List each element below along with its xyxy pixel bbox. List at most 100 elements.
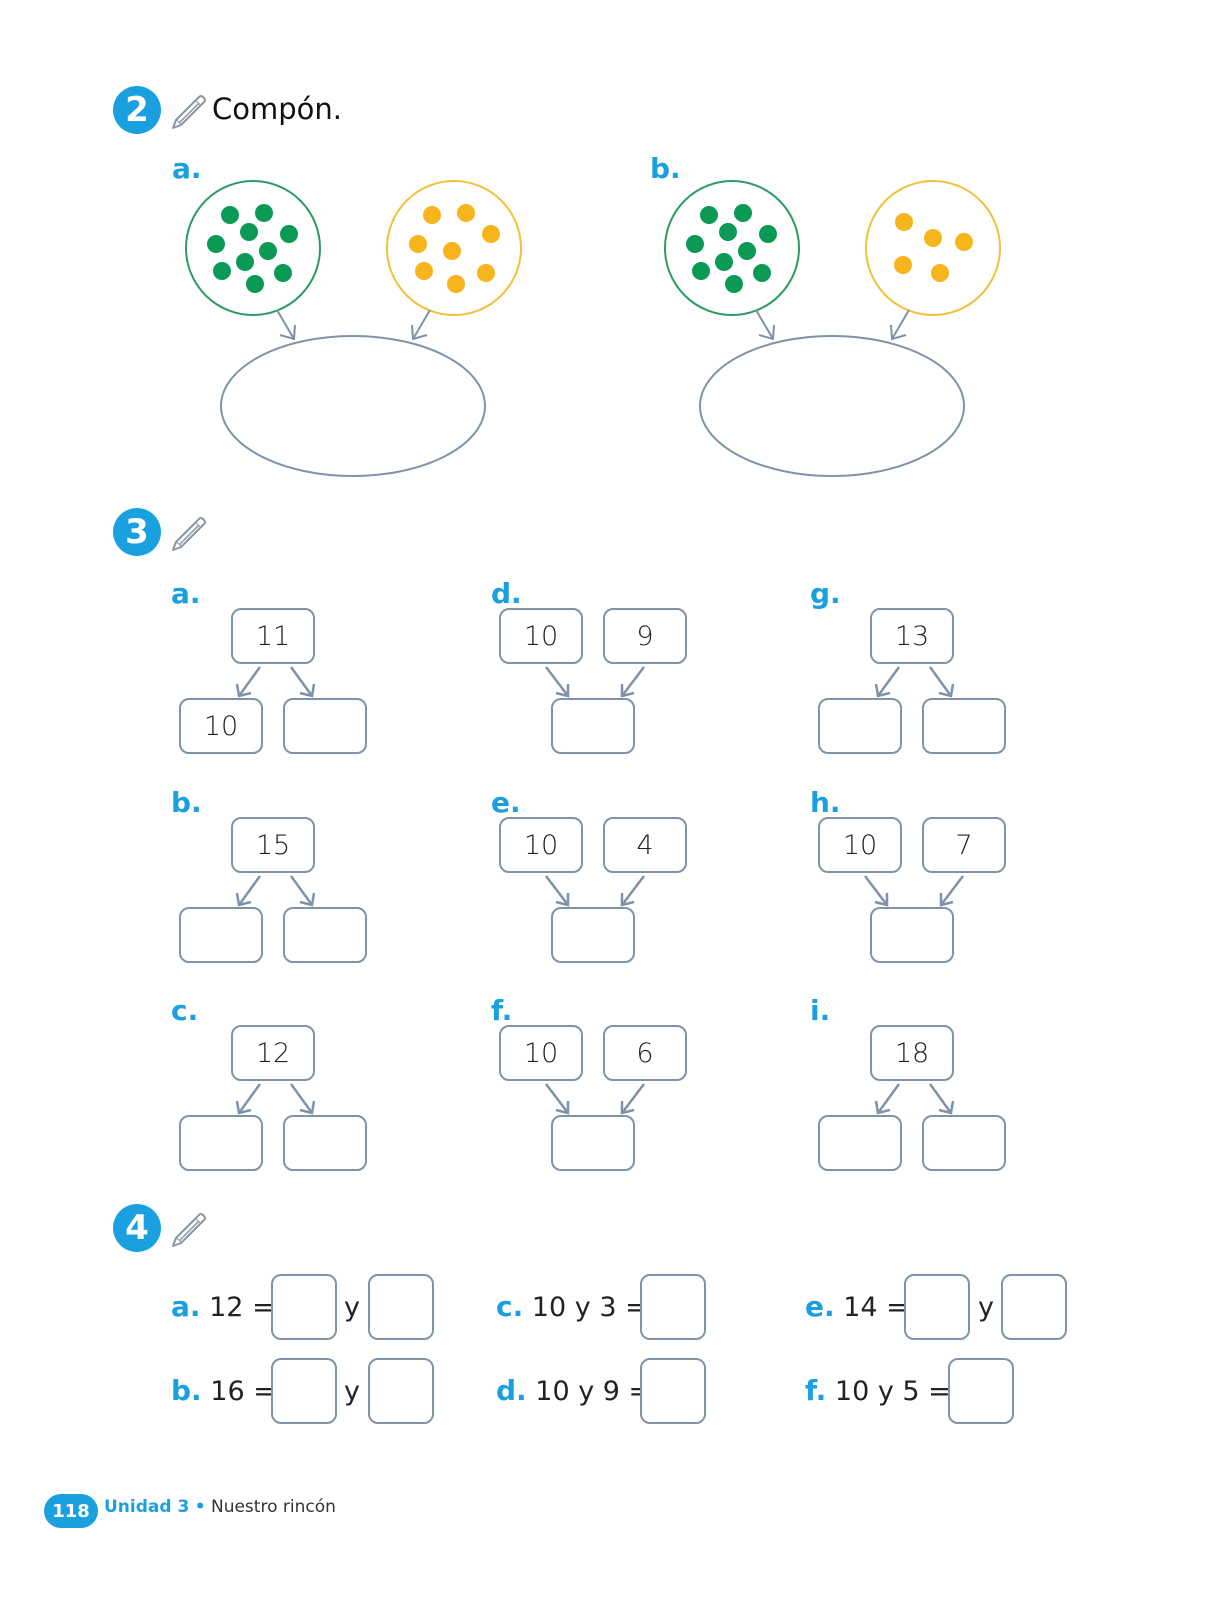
answer-box[interactable] [551,907,635,963]
exercise-4b-expression: 16 = [210,1376,276,1407]
exercise-4d-expression: 10 y 9 = [535,1376,652,1407]
number-box: 10 [499,1025,583,1081]
number-box: 4 [603,817,687,873]
arrows [545,1083,645,1115]
exercise-3-item-letter: f. [491,994,513,1027]
green-dots [207,204,298,293]
arrows [235,666,316,698]
green-dot-group [185,180,321,316]
answer-box[interactable] [551,698,635,754]
pencil-icon [172,95,206,129]
number-box: 6 [603,1025,687,1081]
exercise-2b-letter: b. [650,152,681,185]
exercise-4f-expression: 10 y 5 = [834,1376,951,1407]
footer-separator: • [194,1497,206,1517]
page-number: 118 [44,1494,98,1528]
footer-text: Unidad 3 • Nuestro rincón [104,1497,336,1517]
exercise-4b-letter: b. [171,1374,202,1407]
exercise-4a-and: y [344,1292,360,1323]
exercise-3-item-letter: d. [491,577,522,610]
answer-ellipse[interactable] [699,335,965,477]
answer-box[interactable] [948,1358,1014,1424]
exercise-3-item-letter: b. [171,786,202,819]
exercise-4b: b. 16 = [171,1374,276,1407]
number-box: 15 [231,817,315,873]
number-box: 7 [922,817,1006,873]
exercise-3-item-letter: g. [810,577,841,610]
exercise-4b-and: y [344,1376,360,1407]
number-box: 10 [818,817,902,873]
answer-box[interactable] [551,1115,635,1171]
exercise-2-instruction: Compón. [212,92,342,126]
exercise-4-number-badge: 4 [113,1204,161,1252]
answer-box[interactable] [818,698,902,754]
number-box: 18 [870,1025,954,1081]
answer-box[interactable] [818,1115,902,1171]
answer-box[interactable] [271,1358,337,1424]
exercise-4d: d. 10 y 9 = [496,1374,651,1407]
answer-box[interactable] [271,1274,337,1340]
answer-box[interactable] [922,1115,1006,1171]
pencil-icon [172,1213,206,1247]
yellow-dots [894,213,973,282]
exercise-3-item-letter: a. [171,577,201,610]
answer-box[interactable] [179,1115,263,1171]
exercise-3-number-badge: 3 [113,508,161,556]
arrows [874,1083,955,1115]
number-box: 11 [231,608,315,664]
exercise-4c: c. 10 y 3 = [496,1290,648,1323]
exercise-4f: f. 10 y 5 = [805,1374,951,1407]
arrows [755,309,910,341]
arrows [874,666,955,698]
exercise-2a-letter: a. [172,152,202,185]
yellow-dot-group [865,180,1001,316]
answer-box[interactable] [922,698,1006,754]
number-box: 10 [499,817,583,873]
exercise-2a-diagram [185,180,522,477]
exercise-3-item-letter: i. [810,994,831,1027]
arrows [545,666,645,698]
exercise-4e-letter: e. [805,1290,835,1323]
answer-box[interactable] [283,698,367,754]
exercise-4c-letter: c. [496,1290,524,1323]
exercise-4c-expression: 10 y 3 = [531,1292,648,1323]
exercise-3-item-letter: h. [810,786,841,819]
answer-box[interactable] [283,907,367,963]
answer-box[interactable] [368,1274,434,1340]
exercise-4a-expression: 12 = [209,1292,275,1323]
exercise-3-item-letter: e. [491,786,521,819]
exercise-4e-and: y [978,1292,994,1323]
exercise-4e: e. 14 = [805,1290,909,1323]
exercise-4a-letter: a. [171,1290,201,1323]
pencil-icon [172,517,206,551]
exercise-4a: a. 12 = [171,1290,275,1323]
footer-unit: Unidad 3 [104,1497,190,1517]
answer-box[interactable] [368,1358,434,1424]
answer-box[interactable] [640,1358,706,1424]
answer-box[interactable] [640,1274,706,1340]
yellow-dots [409,204,500,293]
answer-box[interactable] [283,1115,367,1171]
number-box: 10 [179,698,263,754]
answer-box[interactable] [1001,1274,1067,1340]
arrows [864,875,964,907]
green-dot-group [664,180,800,316]
footer-section: Nuestro rincón [210,1497,336,1517]
answer-ellipse[interactable] [220,335,486,477]
arrows [545,875,645,907]
arrows [235,1083,316,1115]
number-box: 9 [603,608,687,664]
arrows [276,309,431,341]
exercise-2b-diagram [664,180,1001,477]
exercise-2-number-badge: 2 [113,86,161,134]
number-box: 13 [870,608,954,664]
number-box: 10 [499,608,583,664]
answer-box[interactable] [870,907,954,963]
answer-box[interactable] [904,1274,970,1340]
exercise-3-item-letter: c. [171,994,199,1027]
green-dots [686,204,777,293]
arrows [235,875,316,907]
exercise-4d-letter: d. [496,1374,527,1407]
number-box: 12 [231,1025,315,1081]
answer-box[interactable] [179,907,263,963]
